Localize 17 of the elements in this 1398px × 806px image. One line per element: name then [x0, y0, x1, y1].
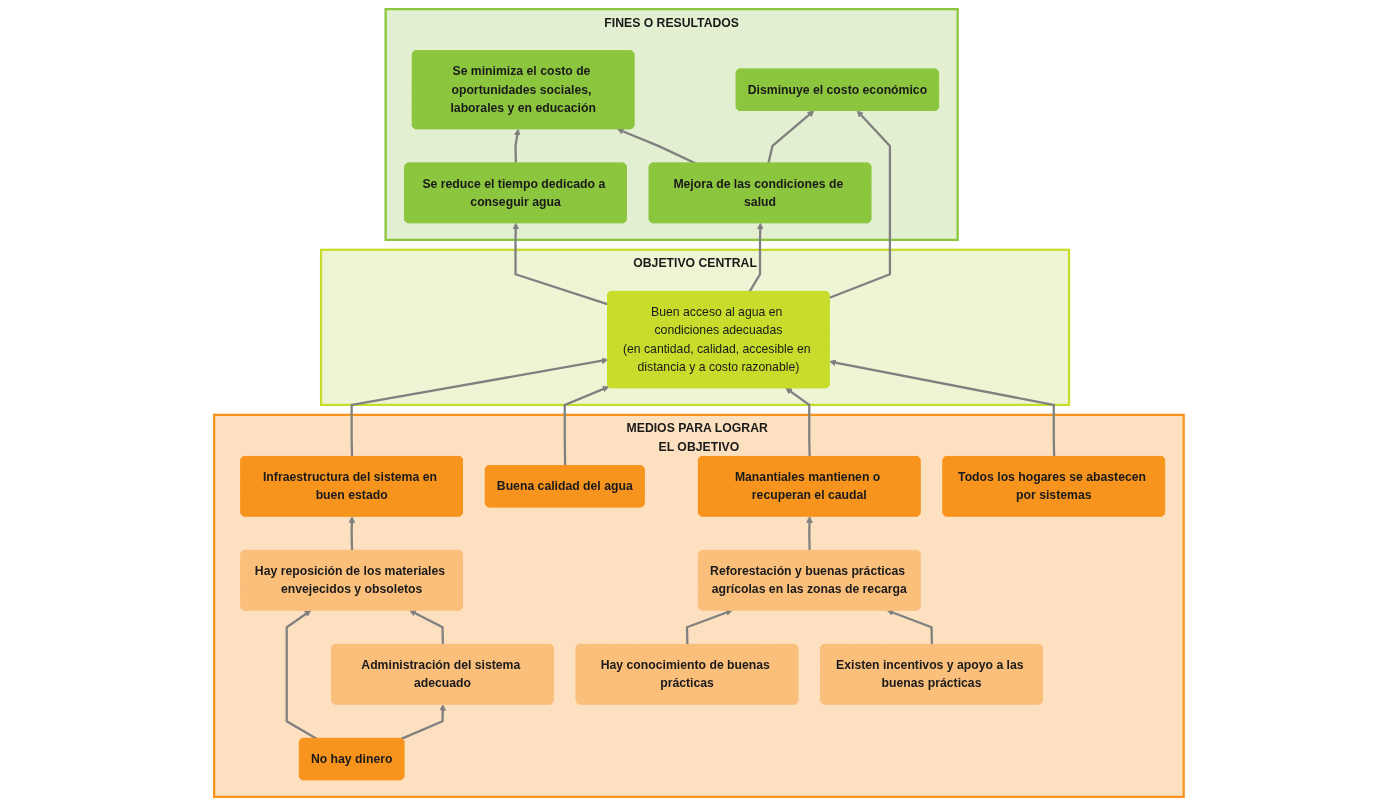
arrow — [409, 610, 445, 645]
arrow — [829, 110, 892, 299]
arrow — [829, 359, 1056, 457]
arrow — [785, 387, 811, 457]
arrow — [887, 609, 934, 645]
arrow — [350, 357, 609, 457]
arrow — [514, 128, 521, 164]
arrow — [285, 610, 318, 740]
arrow — [401, 704, 447, 740]
arrow — [748, 222, 764, 293]
arrow — [767, 110, 815, 164]
arrow — [348, 516, 356, 551]
arrow — [806, 516, 813, 551]
arrow — [685, 609, 733, 645]
arrow — [563, 385, 610, 467]
arrow — [617, 128, 697, 165]
arrow — [512, 222, 609, 306]
